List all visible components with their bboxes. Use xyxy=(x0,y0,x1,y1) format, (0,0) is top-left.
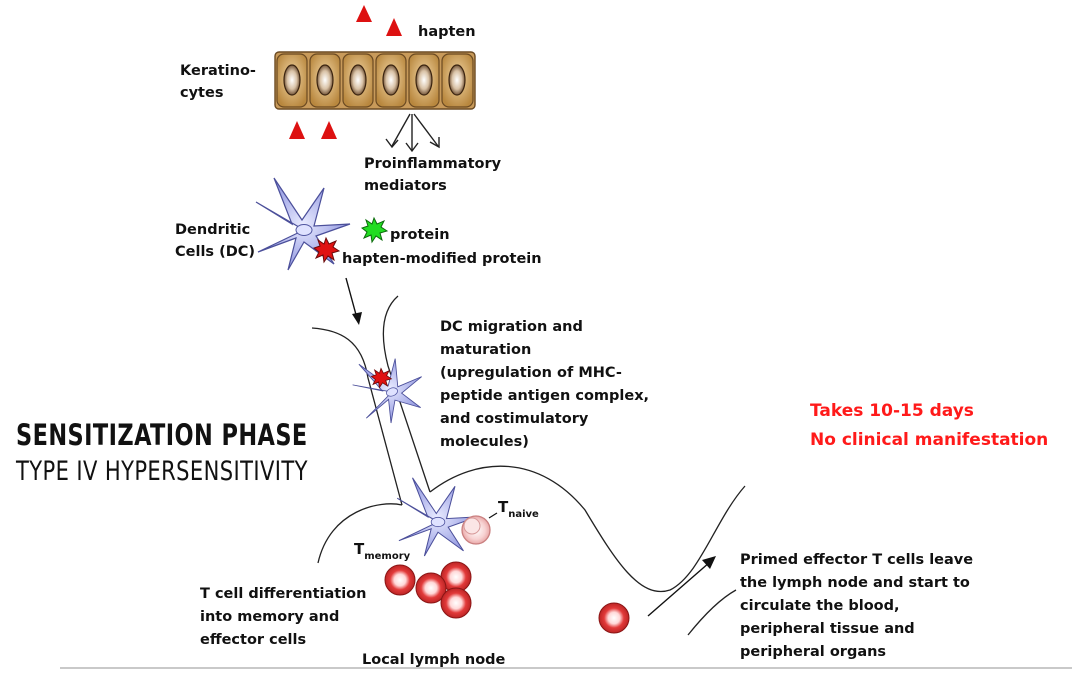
t-cell-icon xyxy=(440,587,472,619)
keratinocyte-cell-icon xyxy=(342,53,374,108)
arrow-icon xyxy=(391,113,411,147)
t-diff-line3: effector cells xyxy=(200,632,307,648)
t-naive-cell-icon xyxy=(461,515,491,545)
dendritic-cell-icon xyxy=(255,177,351,271)
t-effector-cell-icon xyxy=(598,602,630,634)
migrating-dendritic-cell-icon xyxy=(346,345,434,432)
hapten-icon xyxy=(386,18,402,36)
keratinocyte-cell-icon xyxy=(441,53,474,108)
hapten-icon xyxy=(289,121,305,139)
hapten-modified-protein-icon xyxy=(370,367,393,389)
duration-note: Takes 10-15 days xyxy=(810,401,974,421)
dc-migration-line3: (upregulation of MHC- xyxy=(440,365,622,381)
proinflammatory-label-line2: mediators xyxy=(364,178,447,194)
migration-arrow-icon xyxy=(345,277,362,325)
t-diff-line1: T cell differentiation xyxy=(200,586,367,602)
t-memory-main: T xyxy=(354,540,365,558)
t-memory-sub: memory xyxy=(364,551,411,562)
t-cell-icon xyxy=(384,564,416,596)
dc-migration-line1: DC migration and xyxy=(440,319,583,335)
t-cell-cluster xyxy=(384,561,630,634)
hapten-label: hapten xyxy=(418,24,476,40)
primed-line5: peripheral organs xyxy=(740,644,887,660)
hapten-icon xyxy=(321,121,337,139)
mediator-arrows xyxy=(385,113,440,153)
keratinocytes-label-line1: Keratino- xyxy=(180,63,256,79)
page-subtitle: TYPE IV HYPERSENSITIVITY xyxy=(16,456,308,487)
dc-migration-line5: and costimulatory xyxy=(440,411,589,427)
keratinocyte-cell-icon xyxy=(309,53,341,108)
primed-line1: Primed effector T cells leave xyxy=(740,552,974,568)
primed-line3: circulate the blood, xyxy=(740,598,900,614)
t-memory-label: Tmemory xyxy=(354,538,410,563)
keratinocyte-cell-icon xyxy=(408,53,440,108)
keratinocyte-cell-icon xyxy=(276,53,308,108)
t-cell-icon xyxy=(415,572,447,604)
exit-arrow-icon xyxy=(647,556,737,636)
t-naive-sub: naive xyxy=(508,509,539,520)
t-naive-label: Tnaive xyxy=(498,496,539,521)
dc-migration-line6: molecules) xyxy=(440,434,529,450)
t-diff-line2: into memory and xyxy=(200,609,340,625)
primed-line4: peripheral tissue and xyxy=(740,621,915,637)
proinflammatory-label-line1: Proinflammatory xyxy=(364,156,502,172)
hapten-modified-protein-label: hapten-modified protein xyxy=(342,251,542,267)
lymph-node-label: Local lymph node xyxy=(362,652,506,668)
keratinocyte-layer xyxy=(274,51,476,110)
keratinocytes-label-line2: cytes xyxy=(180,85,224,101)
page-title: SENSITIZATION PHASE xyxy=(16,418,308,452)
arrow-icon xyxy=(413,113,439,147)
t-naive-pointer xyxy=(488,512,498,519)
t-naive-main: T xyxy=(498,498,509,516)
clinical-note: No clinical manifestation xyxy=(810,430,1049,450)
keratinocyte-cell-icon xyxy=(375,53,407,108)
hapten-triangles xyxy=(289,5,402,139)
hapten-modified-protein-icon xyxy=(312,236,341,264)
dc-migration-line2: maturation xyxy=(440,342,532,358)
dendritic-label-line1: Dendritic xyxy=(175,222,251,238)
dc-migration-line4: peptide antigen complex, xyxy=(440,388,650,404)
dendritic-label-line2: Cells (DC) xyxy=(175,244,256,260)
lymphatic-vessel xyxy=(311,295,746,593)
primed-line2: the lymph node and start to xyxy=(740,575,970,591)
protein-icon xyxy=(360,216,389,244)
hapten-icon xyxy=(356,5,372,22)
protein-label: protein xyxy=(390,227,450,243)
